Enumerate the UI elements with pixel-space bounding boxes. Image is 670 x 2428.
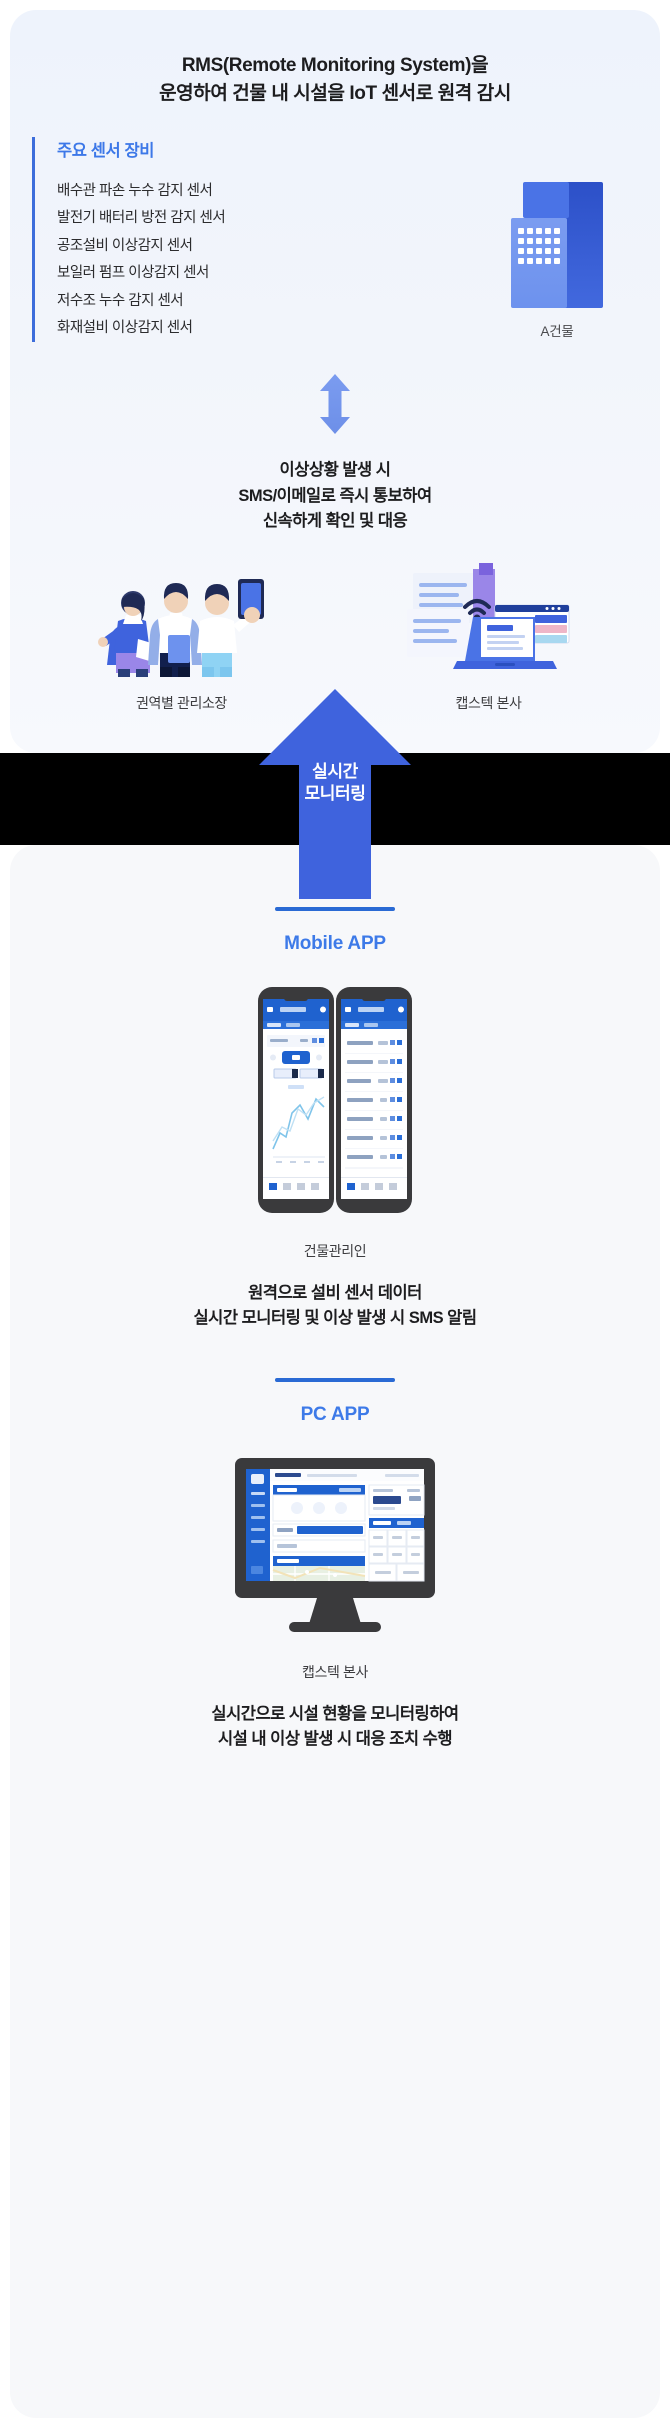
list-item: 보일러 펌프 이상감지 센서 [57,265,209,282]
mobile-app-section: Mobile APP [10,906,660,1332]
alert-line-1: 이상상황 발생 시 [279,461,391,480]
sensor-equipment-section: 주요 센서 장비 배수관 파손 누수 감지 센서 발전기 배터리 방전 감지 센… [10,137,660,343]
app-owner-label: 캡스텍 본사 [302,1663,368,1680]
building-top-block [523,182,569,219]
section-separator: 실시간 모니터링 [0,688,670,899]
desktop-monitor-icon [10,1452,660,1642]
app-description-line-1: 실시간으로 시설 현황을 모니터링하여 [211,1704,459,1723]
office-building-icon [511,182,603,309]
section-divider [275,906,395,911]
list-item: 공조설비 이상감지 센서 [57,237,193,254]
actor-label: 권역별 관리소장 [136,694,227,711]
actor-regional-managers: 권역별 관리소장 [28,563,335,713]
list-item: 발전기 배터리 방전 감지 센서 [57,210,226,227]
app-description-line-2: 실시간 모니터링 및 이상 발생 시 SMS 알림 [193,1309,477,1328]
alert-line-2: SMS/이메일로 즉시 통보하여 [238,486,432,505]
sensor-list: 배수관 파손 누수 감지 센서 발전기 배터리 방전 감지 센서 공조설비 이상… [57,177,482,342]
managers-group-icon [92,563,272,679]
app-description-line-1: 원격으로 설비 센서 데이터 [248,1283,422,1302]
app-description: 원격으로 설비 센서 데이터 실시간 모니터링 및 이상 발생 시 SMS 알림 [10,1281,660,1332]
two-smartphones-icon [10,981,660,1221]
double-headed-vertical-arrow-icon [10,374,660,435]
upward-arrow-icon: 실시간 모니터링 [259,688,411,899]
app-description: 실시간으로 시설 현황을 모니터링하여 시설 내 이상 발생 시 대응 조치 수… [10,1702,660,1753]
section-spacer [10,1332,660,1378]
alert-line-3: 신속하게 확인 및 대응 [262,512,408,531]
app-owner-label: 건물관리인 [303,1242,367,1259]
actor-headquarters: 캡스텍 본사 [335,562,642,713]
sensor-panel-title: 주요 센서 장비 [57,142,155,161]
list-item: 저수조 누수 감지 센서 [57,292,184,309]
app-title: Mobile APP [284,932,386,954]
list-item: 배수관 파손 누수 감지 센서 [57,182,213,199]
section-divider [275,1377,395,1382]
sensor-list-panel: 주요 센서 장비 배수관 파손 누수 감지 센서 발전기 배터리 방전 감지 센… [32,137,482,343]
app-description-line-2: 시설 내 이상 발생 시 대응 조치 수행 [217,1730,453,1749]
headline-line-1: RMS(Remote Monitoring System)을 [181,55,489,76]
apps-card: Mobile APP [10,844,660,2418]
page-title: RMS(Remote Monitoring System)을 운영하여 건물 내… [10,40,660,107]
headline-line-2: 운영하여 건물 내 시설을 IoT 센서로 원격 감시 [159,82,511,104]
pc-app-section: PC APP [10,1377,660,1753]
actor-label: 캡스텍 본사 [455,694,522,711]
building-label: A건물 [540,324,574,340]
rms-overview-card: RMS(Remote Monitoring System)을 운영하여 건물 내… [10,10,660,753]
building-illustration-block: A건물 [482,137,632,342]
actors-row: 권역별 관리소장 [10,562,660,713]
list-item: 화재설비 이상감지 센서 [57,320,193,337]
headquarters-laptop-icon [399,562,579,679]
building-windows [518,228,560,265]
app-title: PC APP [300,1403,370,1425]
alert-message: 이상상황 발생 시 SMS/이메일로 즉시 통보하여 신속하게 확인 및 대응 [10,458,660,535]
